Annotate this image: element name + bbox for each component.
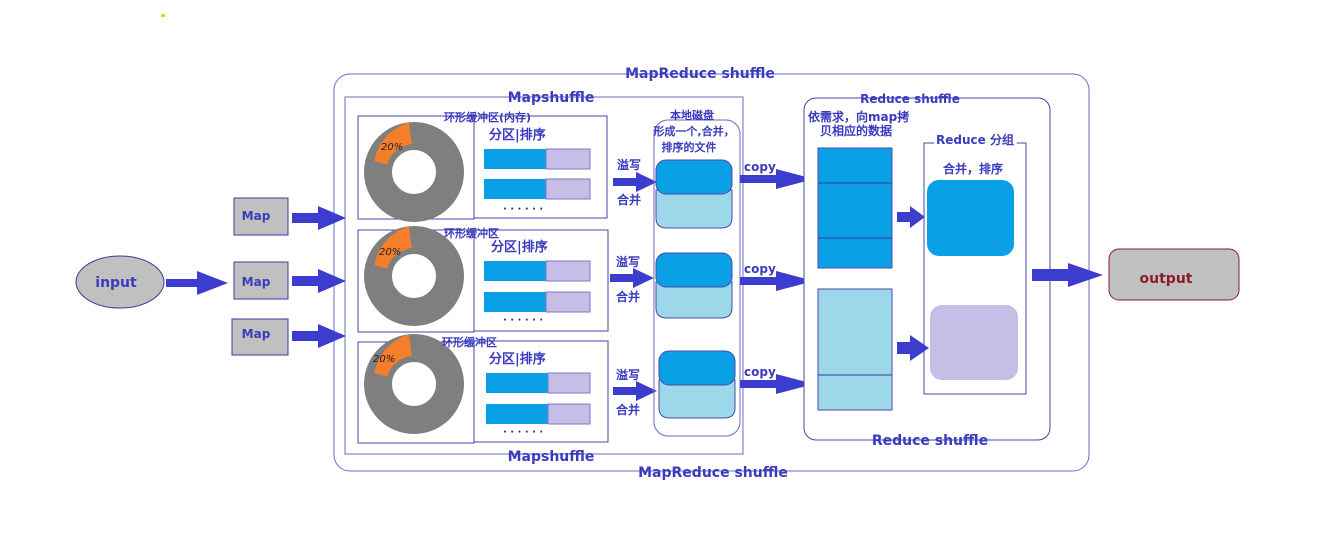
partition-bar-a-tail <box>547 372 591 394</box>
arrow-map1-to-buffer <box>292 206 346 230</box>
fetch-text-line2: 贝相应的数据 <box>820 123 892 138</box>
mapshuffle-frame <box>344 96 744 455</box>
ring-fill-segment <box>374 226 412 269</box>
partition-bar-b-tail <box>547 403 591 425</box>
reduce-group-title: Reduce 分组 <box>936 132 1014 147</box>
cylinder-bottom <box>655 281 733 319</box>
map-node-3-label: Map <box>242 327 271 341</box>
partition-bar-a-tail <box>545 148 591 170</box>
arrow-spill <box>610 268 654 288</box>
outer-title-top: MapReduce shuffle <box>625 66 775 82</box>
copy-label-1: copy <box>744 160 776 174</box>
cylinder-bottom <box>658 379 736 419</box>
ring-buffer <box>364 334 464 434</box>
copy-arrow-2 <box>740 271 814 291</box>
partition-bar-b-tail <box>545 291 591 313</box>
arrow-map3-to-buffer <box>292 324 346 348</box>
partition-bar-b <box>484 179 546 199</box>
input-node <box>75 255 165 309</box>
spill-label: 溢写 <box>616 254 640 269</box>
arrow-spill <box>613 172 657 192</box>
disk-file-1 <box>655 159 733 229</box>
partition-label: 分区|排序 <box>491 239 548 255</box>
reduce-title-bottom: Reduce shuffle <box>872 433 988 449</box>
map-node-1-label: Map <box>242 209 271 223</box>
cylinder-bottom <box>655 189 733 229</box>
ring-buffer <box>364 122 464 222</box>
disk-title: 本地磁盘 <box>670 108 714 122</box>
reduce-group-subtitle: 合并，排序 <box>943 161 1003 176</box>
map-node-3 <box>231 318 289 356</box>
map-node-2-label: Map <box>242 275 271 289</box>
partition-label: 分区|排序 <box>489 351 546 367</box>
reduce-output-block-2 <box>930 305 1018 380</box>
arrow-spill <box>613 381 657 401</box>
ring-fill-segment <box>374 334 412 377</box>
copy-arrow-3 <box>740 374 814 394</box>
speck <box>161 14 165 17</box>
cylinder-top <box>655 159 733 195</box>
partition-bar-a <box>484 261 546 281</box>
fetch-text-line1: 依需求，向map拷 <box>808 109 909 124</box>
partition-bar-a <box>486 373 548 393</box>
buffer-label: 环形缓冲区 <box>444 226 499 240</box>
fetched-block-top <box>817 147 893 269</box>
cylinder-top <box>658 350 736 386</box>
merge-label: 合并 <box>616 289 640 304</box>
disk-desc-line1: 形成一个,合并， <box>653 124 734 138</box>
arrow-input-to-map <box>166 271 228 295</box>
map-title-top: Mapshuffle <box>508 90 595 106</box>
spill-label: 溢写 <box>617 157 641 172</box>
map-node-1 <box>233 197 289 236</box>
partition-bar-b <box>486 404 548 424</box>
merge-label: 合并 <box>617 192 641 207</box>
output-node <box>1108 248 1240 301</box>
cylinder-top <box>655 252 733 288</box>
arrow-to-output <box>1032 263 1103 287</box>
partition-bar-a <box>484 149 546 169</box>
buffer-row-2: 20% 环形缓冲区 分区|排序 · · · · · · 溢写 合并 <box>357 226 654 333</box>
disk-desc-line2: 排序的文件 <box>662 140 717 154</box>
fetched-block-bottom <box>817 288 893 411</box>
arrow-to-group-1 <box>897 206 925 228</box>
copy-label-2: copy <box>744 262 776 276</box>
ring-buffer <box>364 226 464 326</box>
map-title-bottom: Mapshuffle <box>508 449 595 465</box>
fill-percent: 20% <box>373 354 395 365</box>
disk-file-3 <box>658 350 736 419</box>
buffer-row-3: 20% 环形缓冲区 分区|排序 · · · · · · 溢写 合并 <box>357 334 657 444</box>
buffer-label: 环形缓冲区(内存) <box>444 110 531 124</box>
map-node-2 <box>233 261 289 300</box>
partition-bar-b <box>484 292 546 312</box>
reduce-title-top: Reduce shuffle <box>860 92 960 106</box>
partition-bar-a-tail <box>545 260 591 282</box>
more-dots: · · · · · · <box>503 204 543 215</box>
output-label: output <box>1140 271 1193 287</box>
arrow-to-group-2 <box>897 335 929 361</box>
copy-arrow-1 <box>740 169 814 189</box>
spill-label: 溢写 <box>616 367 640 382</box>
disk-file-2 <box>655 252 733 319</box>
input-label: input <box>95 275 137 291</box>
copy-label-3: copy <box>744 365 776 379</box>
reduce-output-block-1 <box>927 180 1014 256</box>
partition-bar-b-tail <box>545 178 591 200</box>
buffer-label: 环形缓冲区 <box>442 335 497 349</box>
buffer-row-1: 20% 环形缓冲区(内存) 分区|排序 · · · · · · 溢写 合并 <box>357 110 657 222</box>
fill-percent: 20% <box>379 247 401 258</box>
partition-label: 分区|排序 <box>489 127 546 143</box>
more-dots: · · · · · · <box>503 427 543 438</box>
more-dots: · · · · · · <box>503 315 543 326</box>
fill-percent: 20% <box>381 142 403 153</box>
arrow-map2-to-buffer <box>292 269 346 293</box>
outer-title-bottom: MapReduce shuffle <box>638 465 788 481</box>
ring-fill-segment <box>374 122 412 165</box>
merge-label: 合并 <box>616 402 640 417</box>
